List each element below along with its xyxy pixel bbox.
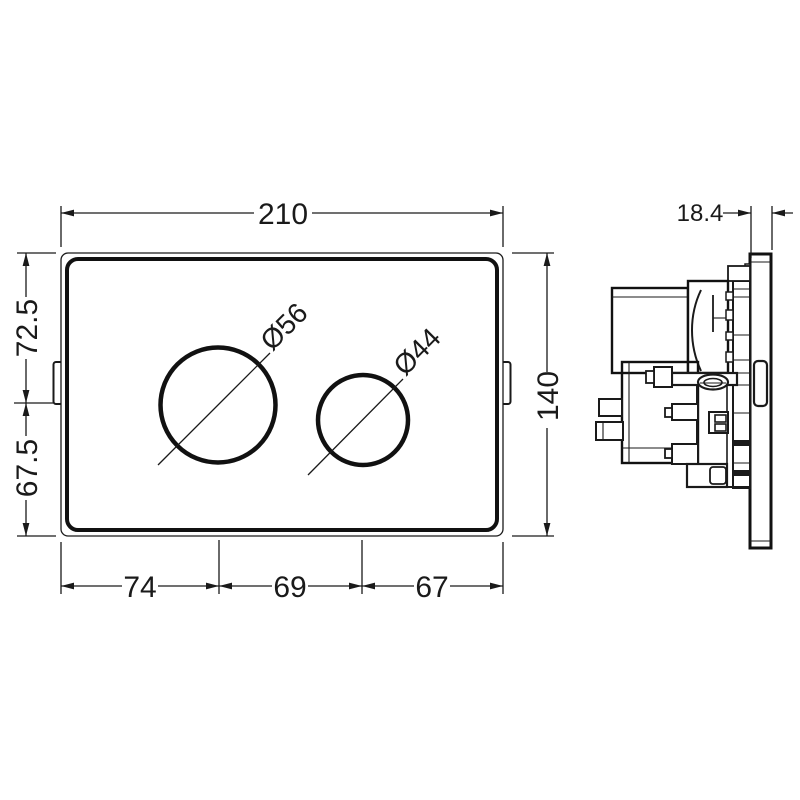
- arrowhead: [219, 582, 232, 590]
- mid-connector: [671, 403, 699, 421]
- center-spacing-dimension-text: 69: [273, 571, 306, 604]
- lower-height-dimension-text: 67.5: [11, 439, 44, 497]
- latch-detail: [714, 423, 727, 432]
- arrowhead: [543, 523, 551, 536]
- rail-gasket: [733, 440, 750, 446]
- rail-gasket: [733, 470, 750, 476]
- upper-housing-box: [610, 286, 690, 375]
- mid-connector-nub: [664, 407, 673, 418]
- arrowhead: [490, 582, 503, 590]
- left-mount-tab: [598, 398, 623, 417]
- arrowhead: [738, 209, 751, 217]
- low-connector-nub: [664, 448, 673, 459]
- arrowhead: [61, 582, 74, 590]
- arrowhead: [61, 209, 74, 217]
- left-mount-tab: [595, 421, 624, 441]
- height-dimension-text: 140: [532, 371, 565, 421]
- arrowhead: [22, 523, 30, 536]
- arrowhead: [22, 403, 30, 416]
- low-connector: [671, 443, 699, 465]
- plate-face-outline: [65, 257, 499, 532]
- top-bracket: [727, 265, 751, 282]
- dimension-depth-18-4: 18.4: [677, 200, 793, 258]
- bottom-housing-detail: [709, 466, 727, 485]
- adjuster-screw: [696, 373, 730, 391]
- large-button-leader-line: [157, 352, 271, 466]
- front-view: Ø56 Ø44: [52, 252, 512, 537]
- rib-nub: [725, 309, 734, 321]
- arrowhead: [22, 390, 30, 403]
- width-dimension-text: 210: [258, 198, 308, 231]
- flange-connector: [653, 366, 673, 388]
- latch-detail: [714, 414, 727, 423]
- right-spacing-dimension-text: 67: [415, 571, 448, 604]
- plate-side-clip-slot: [752, 359, 769, 408]
- arrowhead: [206, 582, 219, 590]
- rib-nub: [725, 351, 734, 363]
- dimension-left-heights: 72.5 67.5: [11, 252, 56, 537]
- flange-nub: [645, 370, 655, 384]
- depth-dimension-text: 18.4: [677, 200, 724, 227]
- dimension-bottom-spacing: 74 69 67: [60, 540, 504, 604]
- pushrod-cylinder-box: [686, 279, 730, 375]
- dimension-height-140: 140: [512, 252, 565, 537]
- arrowhead: [543, 253, 551, 266]
- arrowhead: [349, 582, 362, 590]
- dimension-width-210: 210: [60, 198, 504, 247]
- small-button-leader-line: [307, 378, 404, 476]
- left-spacing-dimension-text: 74: [123, 571, 156, 604]
- arrowhead: [22, 253, 30, 266]
- arrowhead: [362, 582, 375, 590]
- rib-nub: [725, 331, 734, 341]
- arrowhead: [490, 209, 503, 217]
- rib-nub: [725, 291, 734, 301]
- upper-height-dimension-text: 72.5: [11, 299, 44, 357]
- arrowhead: [772, 209, 785, 217]
- side-view: [595, 252, 773, 550]
